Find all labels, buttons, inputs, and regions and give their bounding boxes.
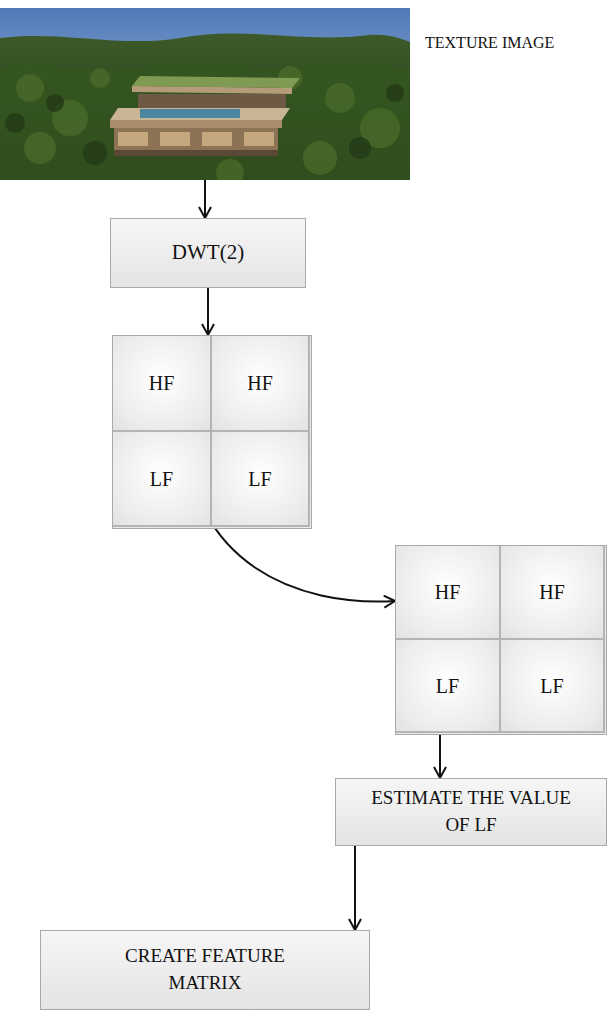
box-label: DWT(2) (172, 238, 244, 267)
subband-cell: LF (113, 432, 212, 527)
subband-cell: HF (396, 546, 501, 640)
image-node: TEXTURE IMAGE (0, 8, 410, 180)
subband-grid: HF HF LF LF (112, 335, 312, 529)
cell-label: HF (149, 369, 175, 397)
subband-grid: HF HF LF LF (395, 545, 607, 735)
cell-label: LF (248, 465, 271, 493)
cell-label: HF (247, 369, 273, 397)
texture-photo (0, 8, 410, 180)
cell-label: LF (150, 465, 173, 493)
process-box: CREATE FEATURE MATRIX (40, 930, 370, 1010)
subband-cell: LF (501, 640, 605, 733)
subband-cell: HF (113, 336, 212, 432)
box-label: ESTIMATE THE VALUE OF LF (369, 785, 574, 838)
cell-label: LF (436, 672, 459, 700)
subband-cell: HF (501, 546, 605, 640)
subband-cell: LF (212, 432, 310, 527)
process-box: ESTIMATE THE VALUE OF LF (335, 778, 607, 846)
process-box: DWT(2) (110, 218, 306, 288)
image-label: TEXTURE IMAGE (425, 32, 554, 54)
cell-label: HF (539, 578, 565, 606)
subband-cell: LF (396, 640, 501, 733)
flow-arrow (204, 180, 206, 218)
flow-arrow (354, 846, 356, 930)
cell-label: HF (435, 578, 461, 606)
flow-arrow (207, 288, 209, 335)
box-label: CREATE FEATURE MATRIX (93, 943, 318, 996)
flow-arrow (439, 735, 441, 778)
cell-label: LF (540, 672, 563, 700)
curved-arrow (186, 432, 395, 602)
subband-cell: HF (212, 336, 310, 432)
